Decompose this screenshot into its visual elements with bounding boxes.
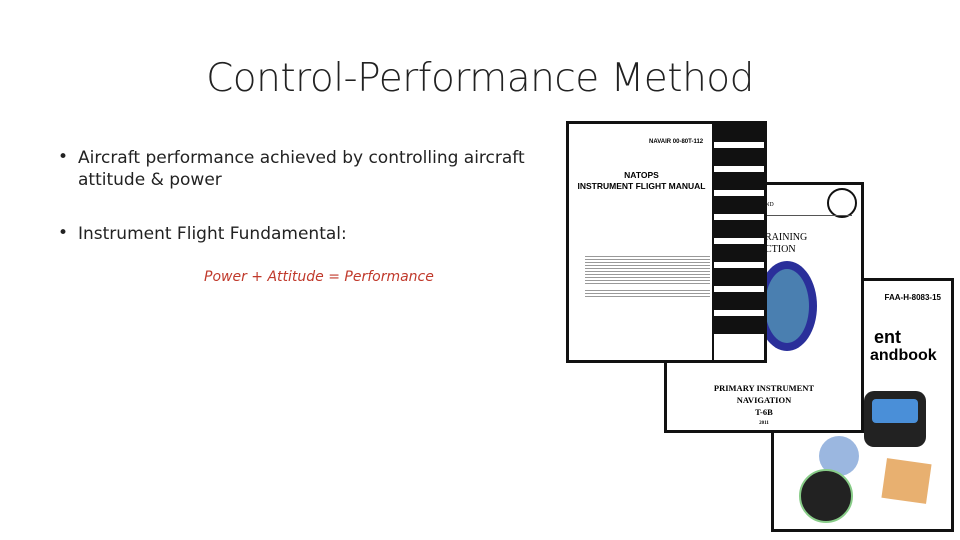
primary-header: ND xyxy=(765,202,774,208)
primary-title-2: NAVIGATION xyxy=(736,395,792,405)
natops-title-2: INSTRUMENT FLIGHT MANUAL xyxy=(577,181,706,191)
bullet-text: Aircraft performance achieved by control… xyxy=(78,148,525,190)
navy-seal-icon xyxy=(827,188,857,218)
primary-title-block: PRIMARY INSTRUMENT NAVIGATION T-6B 2011 xyxy=(667,382,861,430)
faa-title-2: andbook xyxy=(870,347,937,364)
faa-doc-number: FAA-H-8083-15 xyxy=(884,293,941,302)
natops-title-block: NATOPS INSTRUMENT FLIGHT MANUAL xyxy=(569,170,714,192)
authority-text-block xyxy=(585,288,710,298)
section-tabs xyxy=(712,124,764,360)
primary-year: 2011 xyxy=(759,421,769,426)
bullet-icon: • xyxy=(58,223,69,243)
header-rule xyxy=(762,215,852,216)
primary-subtitle: RAINING CTION xyxy=(765,232,808,255)
formula-text: Power + Attitude = Performance xyxy=(204,269,434,285)
chart-map-icon xyxy=(881,458,932,504)
airspeed-gauge-icon xyxy=(799,469,853,523)
attitude-indicator-icon xyxy=(864,391,926,447)
primary-title-3: T-6B xyxy=(755,407,773,417)
natops-title-1: NATOPS xyxy=(624,170,659,180)
natops-manual-cover-image: NAVAIR 00-80T-112 NATOPS INSTRUMENT FLIG… xyxy=(566,121,767,363)
slide-title: Control-Performance Method xyxy=(206,56,754,101)
distribution-text-block xyxy=(585,254,710,284)
training-command-seal-icon xyxy=(757,261,817,351)
faa-title-1: ent xyxy=(874,327,901,347)
bullet-icon: • xyxy=(58,147,69,167)
natops-doc-number: NAVAIR 00-80T-112 xyxy=(649,139,704,145)
primary-title-1: PRIMARY INSTRUMENT xyxy=(713,383,815,393)
bullet-text: Instrument Flight Fundamental: xyxy=(78,224,347,244)
